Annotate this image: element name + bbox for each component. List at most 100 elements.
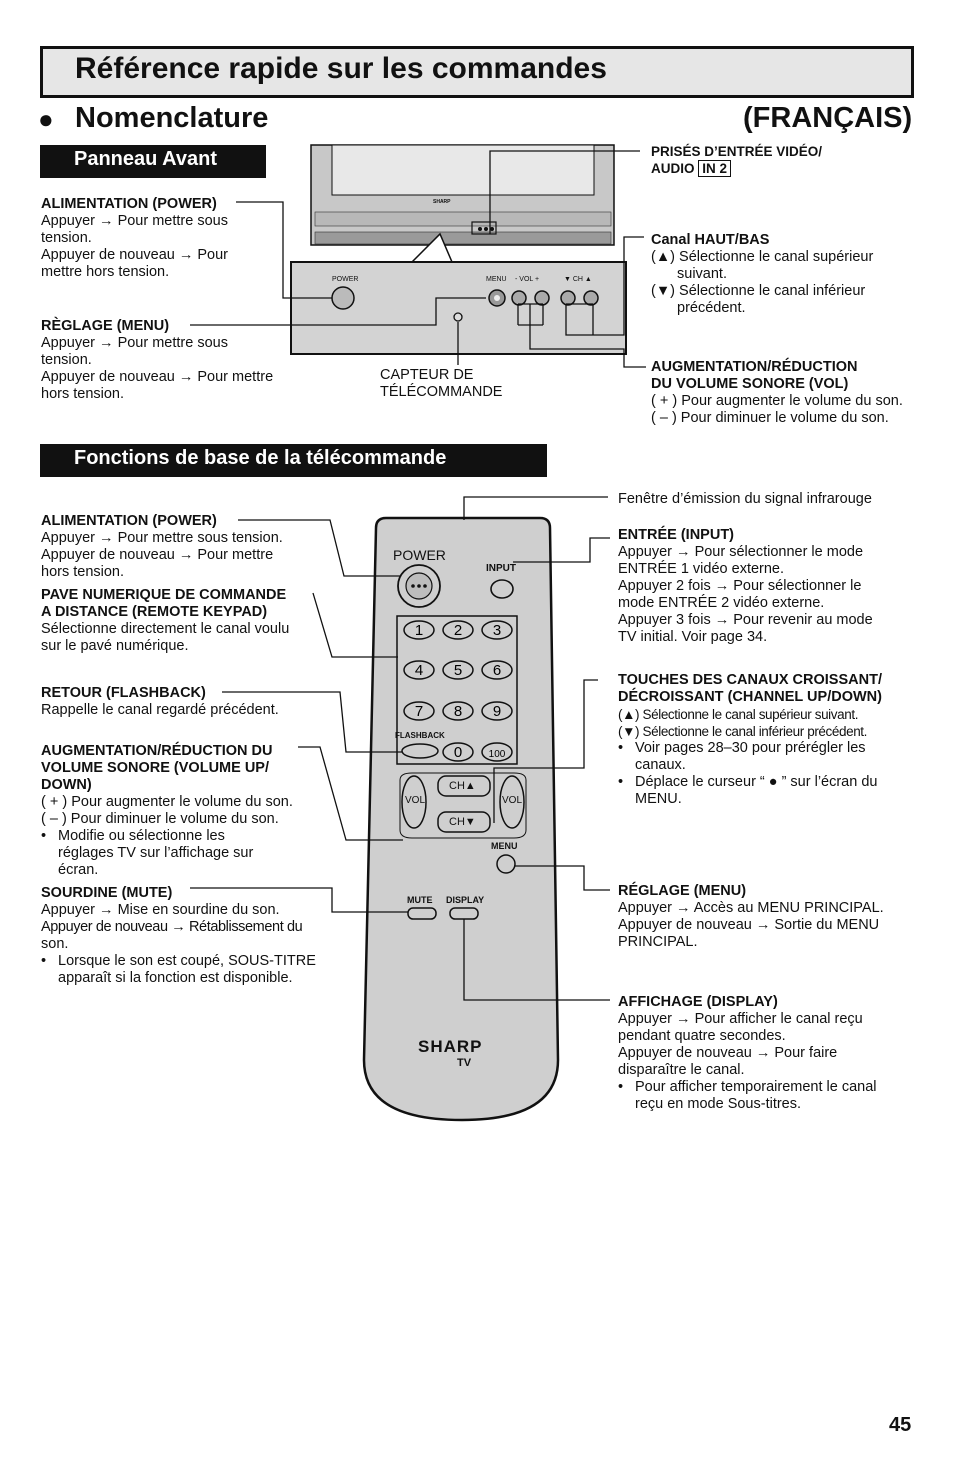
remote-vol-right-label: VOL	[502, 795, 523, 806]
rc-keypad-desc: PAVE NUMERIQUE DE COMMANDE A DISTANCE (R…	[41, 587, 331, 655]
remote-flashback-label: FLASHBACK	[395, 731, 445, 740]
keypad-key-label: 9	[493, 703, 501, 720]
keypad-key-label: 3	[493, 622, 501, 639]
language-label: (FRANÇAIS)	[743, 102, 913, 134]
keypad-key-label: 1	[415, 622, 423, 639]
fp-channel-line: (▼) Sélectionne le canal inférieur	[651, 283, 866, 299]
rc-mute-title: SOURDINE (MUTE)	[41, 885, 173, 901]
page-header: Référence rapide sur les commandes	[40, 46, 914, 98]
rc-flashback-desc: RETOUR (FLASHBACK) Rappelle le canal reg…	[41, 685, 331, 719]
fp-channel-line: précédent.	[677, 300, 746, 316]
fp-sensor-desc: CAPTEUR DE TÉLÉCOMMANDE	[380, 367, 502, 401]
rc-channel-bullet: canaux.	[635, 757, 686, 773]
remote-menu-label: MENU	[491, 841, 518, 851]
keypad-key-7	[403, 701, 435, 721]
fp-volume-line: ( + ) Pour augmenter le volume du son.	[651, 393, 903, 409]
keypad-key-0	[442, 742, 474, 762]
rc-channel-line: (▲) Sélectionne le canal supérieur suiva…	[618, 707, 859, 722]
rc-input-line: TV initial. Voir page 34.	[618, 629, 768, 645]
fp-inputs-in2-box: IN 2	[698, 160, 732, 177]
keypad-key-label: 7	[415, 703, 423, 720]
rc-input-line: mode ENTRÉE 2 vidéo externe.	[618, 595, 825, 611]
keypad-key-3	[481, 620, 513, 640]
rc-input-title: ENTRÉE (INPUT)	[618, 527, 734, 543]
fp-volume-title: AUGMENTATION/RÉDUCTION	[651, 359, 858, 375]
fp-inputs-line: PRISÉS D’ENTRÉE VIDÉO/	[651, 144, 823, 159]
rc-volume-bullet: écran.	[58, 862, 99, 878]
fp-volume-line: ( – ) Pour diminuer le volume du son.	[651, 410, 889, 426]
nomenclature-title: Nomenclature	[75, 102, 269, 134]
fp-volume-title: DU VOLUME SONORE (VOL)	[651, 376, 849, 392]
keypad-key-100	[481, 742, 513, 762]
fp-menu-desc: RÈGLAGE (MENU) Appuyer → Pour mettre sou…	[41, 318, 301, 403]
rc-power-line: hors tension.	[41, 564, 125, 580]
fp-inputs-desc: PRISÉS D’ENTRÉE VIDÉO/ AUDIO IN 2	[651, 143, 822, 177]
rc-flashback-line: Rappelle le canal regardé précédent.	[41, 702, 279, 718]
rc-channel-bullet: MENU.	[635, 791, 682, 807]
remote-power-label: POWER	[393, 547, 446, 563]
rc-power-desc: ALIMENTATION (POWER) Appuyer → Pour mett…	[41, 513, 331, 581]
rc-power-line: Appuyer de nouveau → Pour mettre	[41, 547, 274, 563]
rc-mute-line: Appuyer de nouveau → Rétablissement du	[41, 919, 303, 935]
fp-sensor-line: CAPTEUR DE	[380, 367, 474, 383]
remote-brand-logo: SHARP	[418, 1037, 483, 1056]
rc-power-line: Appuyer → Pour mettre sous tension.	[41, 530, 283, 546]
remote-ch-up-label: CH▲	[449, 780, 476, 792]
front-panel-callout-lines	[190, 150, 646, 368]
rc-display-desc: AFFICHAGE (DISPLAY) Appuyer → Pour affic…	[618, 994, 918, 1113]
section-bullet: ●	[38, 104, 54, 134]
rc-channel-bullet: Déplace le curseur “ ● ” sur l’écran du	[635, 774, 878, 790]
remote-mute-label: MUTE	[407, 895, 433, 905]
rc-display-line: pendant quatre secondes.	[618, 1028, 786, 1044]
rc-input-line: ENTRÉE 1 vidéo externe.	[618, 561, 785, 577]
remote-section-title: Fonctions de base de la télécommande	[40, 444, 547, 477]
tv-ch-label: ▼ CH ▲	[564, 276, 592, 283]
fp-menu-title: RÈGLAGE (MENU)	[41, 318, 170, 334]
rc-volume-bullet: Modifie ou sélectionne les	[58, 828, 225, 844]
fp-volume-desc: AUGMENTATION/RÉDUCTION DU VOLUME SONORE …	[651, 359, 941, 427]
keypad-key-label: 100	[489, 749, 506, 760]
keypad-key-1	[403, 620, 435, 640]
keypad-key-label: 2	[454, 622, 462, 639]
remote-input-label: INPUT	[486, 563, 516, 574]
keypad-key-label: 0	[454, 744, 462, 761]
rc-display-line: Appuyer de nouveau → Pour faire	[618, 1045, 838, 1061]
remote-vol-left-label: VOL	[405, 795, 426, 806]
tv-brand-label: SHARP	[433, 199, 451, 205]
keypad-key-9	[481, 701, 513, 721]
keypad-key-label: 8	[454, 703, 462, 720]
rc-keypad-title: PAVE NUMERIQUE DE COMMANDE	[41, 587, 287, 603]
keypad-key-6	[481, 660, 513, 680]
fp-menu-line: hors tension.	[41, 386, 125, 402]
rc-volume-title: VOLUME SONORE (VOLUME UP/	[41, 760, 269, 776]
rc-input-line: Appuyer → Pour sélectionner le mode	[618, 544, 864, 560]
fp-power-line: Appuyer de nouveau → Pour	[41, 247, 229, 263]
fp-menu-line: Appuyer de nouveau → Pour mettre	[41, 369, 274, 385]
rc-channel-line: (▼) Sélectionne le canal inférieur précé…	[618, 724, 868, 739]
fp-channel-line: (▲) Sélectionne le canal supérieur	[651, 249, 874, 265]
rc-ir-window-desc: Fenêtre d’émission du signal infrarouge	[618, 491, 872, 507]
rc-volume-line: ( + ) Pour augmenter le volume du son.	[41, 794, 293, 810]
fp-power-line: tension.	[41, 230, 92, 246]
rc-channel-bullet: Voir pages 28–30 pour prérégler les	[635, 740, 866, 756]
rc-keypad-line: sur le pavé numérique.	[41, 638, 189, 654]
rc-channel-title: TOUCHES DES CANAUX CROISSANT/	[618, 672, 882, 688]
rc-mute-line: son.	[41, 936, 69, 952]
rc-keypad-title: A DISTANCE (REMOTE KEYPAD)	[41, 604, 268, 620]
rc-keypad-line: Sélectionne directement le canal voulu	[41, 621, 290, 637]
remote-display-label: DISPLAY	[446, 895, 485, 905]
rc-menu-title: RÉGLAGE (MENU)	[618, 883, 747, 899]
keypad-key-label: 4	[415, 662, 423, 679]
rc-volume-bullet: réglages TV sur l’affichage sur	[58, 845, 254, 861]
fp-channel-line: suivant.	[677, 266, 727, 282]
rc-menu-line: PRINCIPAL.	[618, 934, 698, 950]
rc-menu-desc: RÉGLAGE (MENU) Appuyer → Accès au MENU P…	[618, 883, 918, 951]
keypad-key-2	[442, 620, 474, 640]
rc-volume-line: ( – ) Pour diminuer le volume du son.	[41, 811, 279, 827]
fp-channel-title: Canal HAUT/BAS	[651, 232, 770, 248]
rc-display-line: disparaître le canal.	[618, 1062, 745, 1078]
rc-flashback-title: RETOUR (FLASHBACK)	[41, 685, 206, 701]
rc-volume-title: AUGMENTATION/RÉDUCTION DU	[41, 743, 273, 759]
